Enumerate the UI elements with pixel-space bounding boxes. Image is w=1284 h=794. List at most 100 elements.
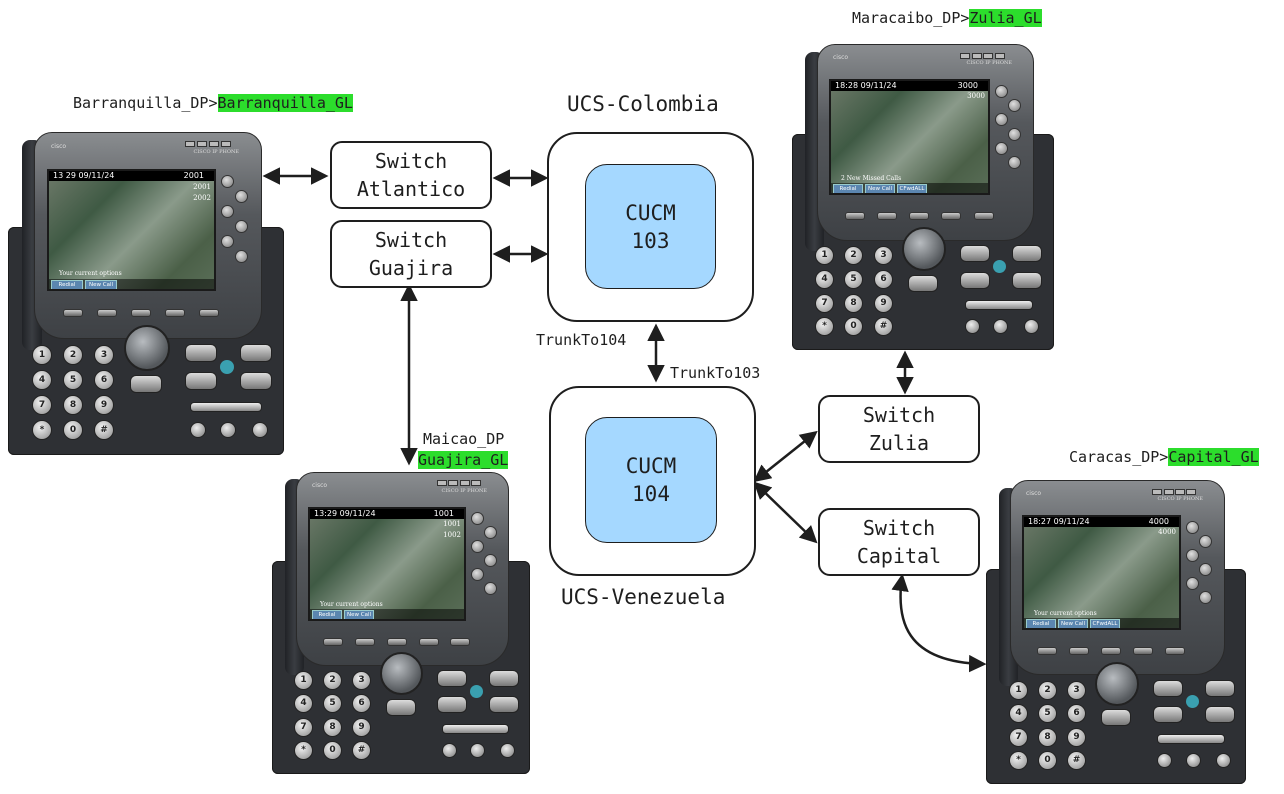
softkey-button[interactable] bbox=[131, 309, 151, 317]
speaker-key[interactable] bbox=[500, 743, 515, 758]
line-button[interactable] bbox=[484, 582, 497, 595]
softkey-redial[interactable]: Redial bbox=[1026, 619, 1056, 628]
keypad-key[interactable]: 7 bbox=[32, 395, 52, 415]
directories-button[interactable] bbox=[489, 670, 519, 687]
navigation-pad[interactable] bbox=[380, 652, 423, 695]
line-button[interactable] bbox=[995, 142, 1008, 155]
softkey-button[interactable] bbox=[450, 638, 470, 646]
keypad-key[interactable]: 7 bbox=[294, 718, 313, 737]
header-button[interactable] bbox=[972, 53, 982, 59]
keypad-key[interactable]: # bbox=[1067, 751, 1086, 770]
softkey-button[interactable] bbox=[877, 212, 897, 220]
softkey-button[interactable] bbox=[63, 309, 83, 317]
keypad-key[interactable]: # bbox=[874, 317, 893, 336]
directories-button[interactable] bbox=[1012, 245, 1042, 262]
keypad-key[interactable]: 8 bbox=[1038, 728, 1057, 747]
softkey-button[interactable] bbox=[1101, 647, 1121, 655]
keypad-key[interactable]: 0 bbox=[323, 741, 342, 760]
keypad-key[interactable]: 5 bbox=[1038, 704, 1057, 723]
softkey-button[interactable] bbox=[974, 212, 994, 220]
headset-button[interactable] bbox=[1101, 709, 1131, 726]
services-button[interactable] bbox=[489, 696, 519, 713]
line-button[interactable] bbox=[471, 512, 484, 525]
line-button[interactable] bbox=[1186, 521, 1199, 534]
line-button[interactable] bbox=[995, 85, 1008, 98]
line-button[interactable] bbox=[1199, 591, 1212, 604]
line-button[interactable] bbox=[484, 554, 497, 567]
keypad-key[interactable]: 1 bbox=[294, 671, 313, 690]
services-button[interactable] bbox=[240, 372, 272, 390]
softkey-button[interactable] bbox=[845, 212, 865, 220]
headset-button[interactable] bbox=[130, 375, 162, 393]
keypad-key[interactable]: 1 bbox=[1009, 681, 1028, 700]
header-button[interactable] bbox=[995, 53, 1005, 59]
directories-button[interactable] bbox=[1205, 680, 1235, 697]
keypad-key[interactable]: 8 bbox=[323, 718, 342, 737]
messages-button[interactable] bbox=[960, 245, 990, 262]
keypad-key[interactable]: 6 bbox=[94, 370, 114, 390]
header-button[interactable] bbox=[1186, 489, 1196, 495]
keypad-key[interactable]: 3 bbox=[1067, 681, 1086, 700]
header-button[interactable] bbox=[1164, 489, 1174, 495]
messages-button[interactable] bbox=[437, 670, 467, 687]
keypad-key[interactable]: 0 bbox=[63, 420, 83, 440]
line-button[interactable] bbox=[221, 235, 234, 248]
keypad-key[interactable]: 7 bbox=[815, 294, 834, 313]
settings-button[interactable] bbox=[1153, 706, 1183, 723]
volume-rocker[interactable] bbox=[442, 724, 509, 734]
headset-key[interactable] bbox=[1157, 753, 1172, 768]
softkey-button[interactable] bbox=[419, 638, 439, 646]
keypad-key[interactable]: 5 bbox=[323, 694, 342, 713]
header-button[interactable] bbox=[437, 480, 447, 486]
keypad-key[interactable]: 1 bbox=[32, 345, 52, 365]
softkey-button[interactable] bbox=[199, 309, 219, 317]
line-button[interactable] bbox=[484, 526, 497, 539]
keypad-key[interactable]: # bbox=[352, 741, 371, 760]
settings-button[interactable] bbox=[960, 272, 990, 289]
line-button[interactable] bbox=[1008, 128, 1021, 141]
softkey-new-call[interactable]: New Call bbox=[1058, 619, 1088, 628]
navigation-pad[interactable] bbox=[902, 227, 946, 271]
header-button[interactable] bbox=[448, 480, 458, 486]
messages-button[interactable] bbox=[185, 344, 217, 362]
softkey-button[interactable] bbox=[387, 638, 407, 646]
keypad-key[interactable]: 0 bbox=[844, 317, 863, 336]
volume-rocker[interactable] bbox=[965, 300, 1033, 310]
softkey-redial[interactable]: Redial bbox=[51, 280, 83, 289]
keypad-key[interactable]: 4 bbox=[32, 370, 52, 390]
mute-key[interactable] bbox=[993, 319, 1008, 334]
keypad-key[interactable]: 5 bbox=[844, 270, 863, 289]
services-button[interactable] bbox=[1205, 706, 1235, 723]
help-icon[interactable] bbox=[1186, 695, 1199, 708]
softkey-button[interactable] bbox=[323, 638, 343, 646]
services-button[interactable] bbox=[1012, 272, 1042, 289]
softkey-button[interactable] bbox=[165, 309, 185, 317]
messages-button[interactable] bbox=[1153, 680, 1183, 697]
keypad-key[interactable]: 2 bbox=[1038, 681, 1057, 700]
speaker-key[interactable] bbox=[1216, 753, 1231, 768]
keypad-key[interactable]: 9 bbox=[1067, 728, 1086, 747]
line-button[interactable] bbox=[221, 205, 234, 218]
line-button[interactable] bbox=[471, 568, 484, 581]
keypad-key[interactable]: 7 bbox=[1009, 728, 1028, 747]
softkey-redial[interactable]: Redial bbox=[312, 610, 342, 619]
softkey-button[interactable] bbox=[1133, 647, 1153, 655]
keypad-key[interactable]: 1 bbox=[815, 246, 834, 265]
volume-rocker[interactable] bbox=[190, 402, 262, 412]
header-button[interactable] bbox=[185, 141, 195, 147]
header-button[interactable] bbox=[460, 480, 470, 486]
line-button[interactable] bbox=[995, 113, 1008, 126]
keypad-key[interactable]: 3 bbox=[874, 246, 893, 265]
line-button[interactable] bbox=[1199, 563, 1212, 576]
mute-key[interactable] bbox=[1186, 753, 1201, 768]
navigation-pad[interactable] bbox=[124, 325, 170, 371]
softkey-redial[interactable]: Redial bbox=[833, 184, 863, 193]
help-icon[interactable] bbox=[470, 685, 483, 698]
headset-button[interactable] bbox=[908, 275, 938, 292]
keypad-key[interactable]: 9 bbox=[352, 718, 371, 737]
softkey-button[interactable] bbox=[909, 212, 929, 220]
softkey-new-call[interactable]: New Call bbox=[85, 280, 117, 289]
